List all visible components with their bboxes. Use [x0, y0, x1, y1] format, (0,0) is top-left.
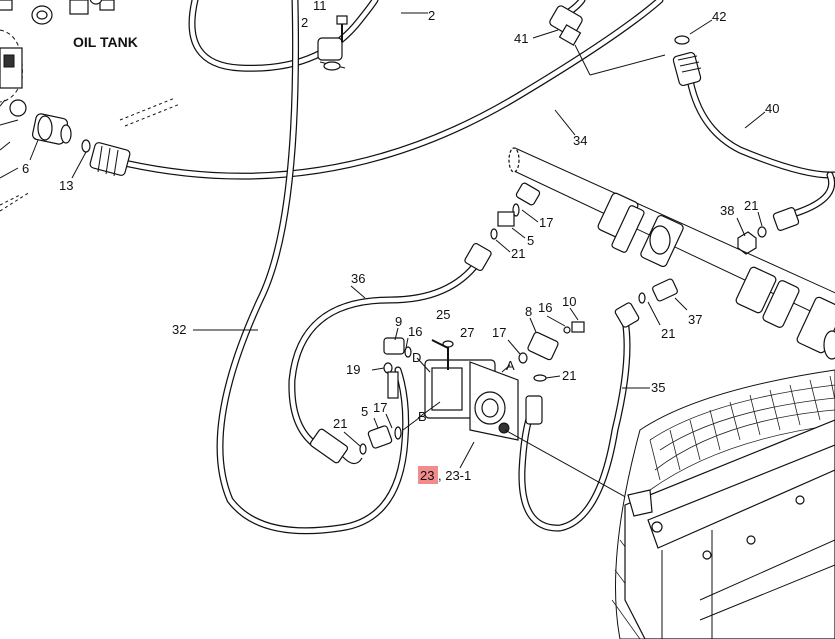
fitting-8: [518, 321, 585, 382]
label-5-top: 5: [527, 233, 534, 248]
label-5-low: 5: [361, 404, 368, 419]
label-21-low: 21: [333, 416, 347, 431]
label-41: 41: [514, 31, 528, 46]
label-27: 27: [460, 325, 474, 340]
hydraulic-motor-23: [424, 339, 519, 441]
label-9: 9: [395, 314, 402, 329]
hose-2: [188, 0, 379, 72]
radiator-fan: [611, 369, 835, 639]
label-19: 19: [346, 362, 360, 377]
hose-36: [288, 242, 492, 465]
fitting-6: [0, 99, 72, 151]
oil-tank-fragment: [0, 29, 23, 103]
label-17-low: 17: [373, 400, 387, 415]
label-35: 35: [651, 380, 665, 395]
part-labels: 11 2 2 42 41 40 34 6 13 17 5 21 38 21 36…: [22, 0, 779, 484]
label-21-mid: 21: [562, 368, 576, 383]
hose-34: [116, 0, 664, 180]
label-2-clamp: 2: [301, 15, 308, 30]
label-16-right: 16: [538, 300, 552, 315]
label-34: 34: [573, 133, 587, 148]
oil-tank-title: OIL TANK: [73, 34, 138, 50]
label-32: 32: [172, 322, 186, 337]
label-40: 40: [765, 101, 779, 116]
label-21-right: 21: [744, 198, 758, 213]
label-D: D: [412, 350, 421, 365]
label-13: 13: [59, 178, 73, 193]
label-B: B: [418, 409, 427, 424]
label-11: 11: [313, 0, 327, 13]
label-10: 10: [562, 294, 576, 309]
label-6: 6: [22, 161, 29, 176]
o-ring-13: [81, 139, 91, 153]
hose-32: [216, 0, 410, 535]
label-21-tube: 21: [661, 326, 675, 341]
label-16-left: 16: [408, 324, 422, 339]
label-A: A: [506, 358, 515, 373]
hose-35: [518, 302, 640, 532]
label-38: 38: [720, 203, 734, 218]
label-8: 8: [525, 304, 532, 319]
label-25: 25: [436, 307, 450, 322]
label-23-highlighted: 23: [420, 468, 434, 483]
fittings-lower: [359, 362, 402, 455]
label-17-top: 17: [539, 215, 553, 230]
label-42: 42: [712, 9, 726, 24]
label-17-mid: 17: [492, 325, 506, 340]
label-36: 36: [351, 271, 365, 286]
small-parts-top-left: [0, 0, 115, 25]
bolt-11: [336, 15, 348, 42]
fitting-42: [672, 35, 702, 87]
fitting-38: [737, 207, 800, 255]
clamp-2: [317, 37, 346, 71]
label-23-1: , 23-1: [438, 468, 471, 483]
highlight-23: [418, 466, 438, 484]
cooling-tube: [508, 147, 835, 360]
label-2-hose: 2: [428, 8, 435, 23]
hose-34-end-fitting: [89, 142, 131, 177]
fitting-9: [383, 337, 412, 358]
hose-40: [686, 76, 835, 219]
fittings-17-5-21: [490, 182, 541, 240]
label-37: 37: [688, 312, 702, 327]
label-21-top: 21: [511, 246, 525, 261]
fitting-41: [549, 0, 586, 46]
fitting-37: [638, 278, 678, 304]
